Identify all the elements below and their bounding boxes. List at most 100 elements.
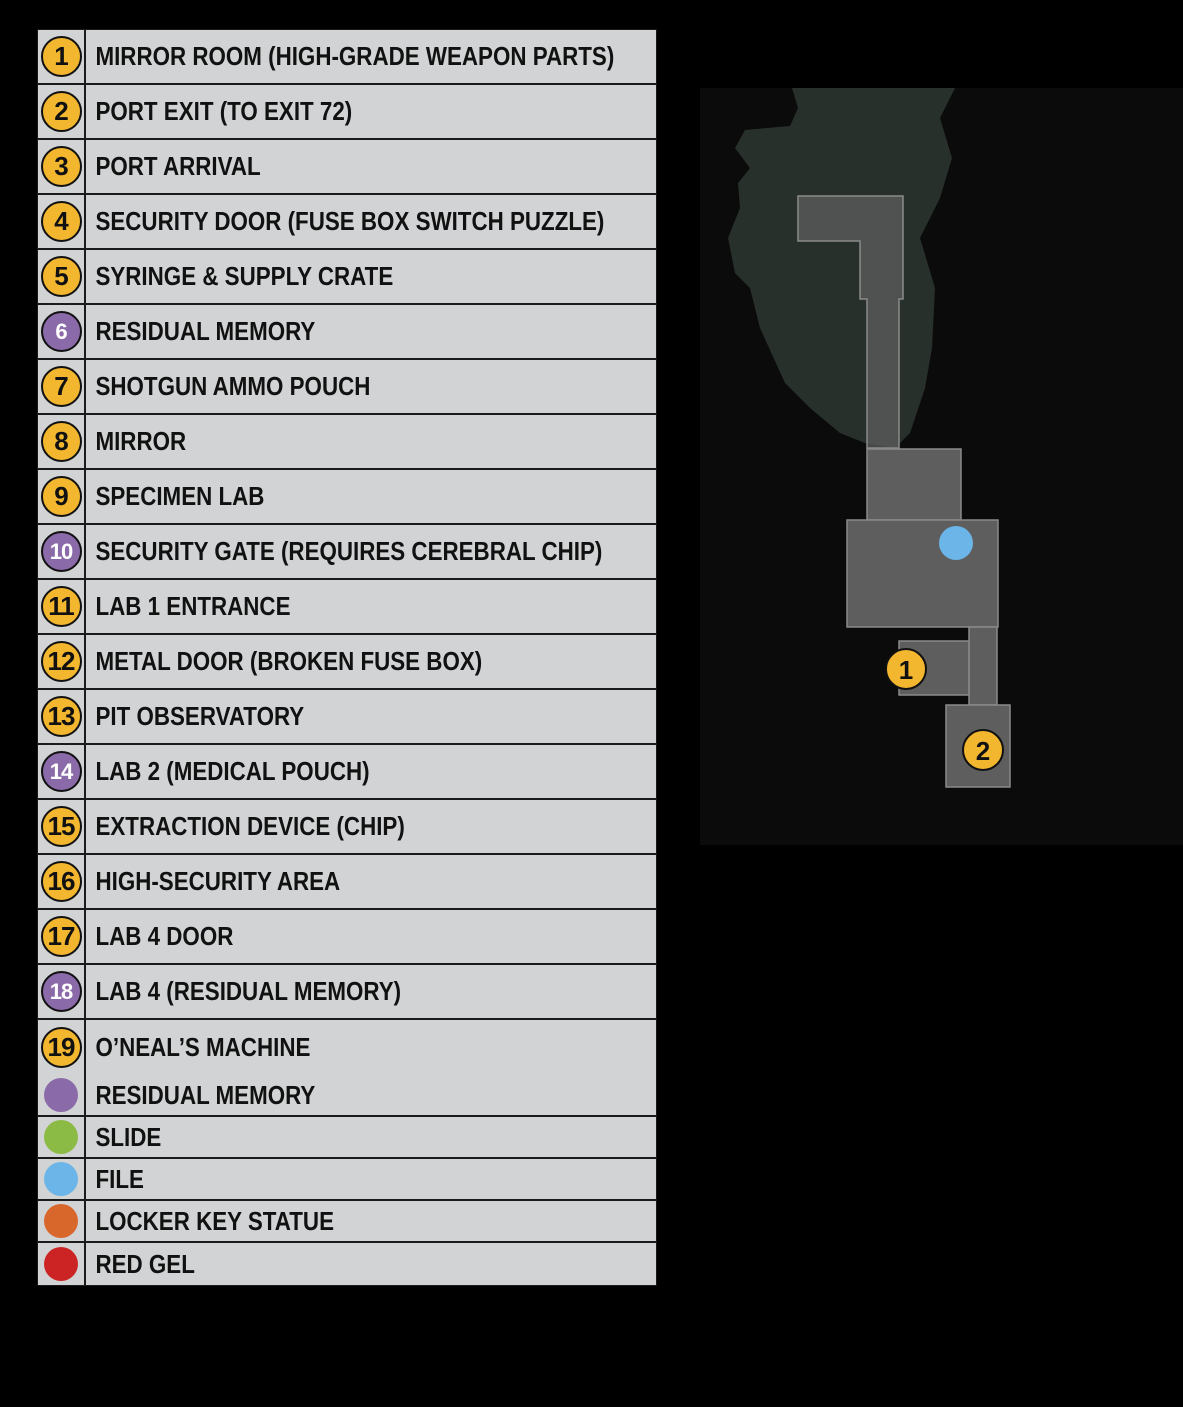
number-badge: 13: [40, 696, 82, 737]
legend-marker-cell: 9: [38, 470, 86, 523]
legend-label: LAB 4 DOOR: [95, 921, 234, 951]
key-label: RED GEL: [95, 1248, 195, 1279]
legend-label: SYRINGE & SUPPLY CRATE: [95, 261, 394, 291]
legend-row: 17 LAB 4 DOOR: [38, 910, 656, 965]
legend-label: SHOTGUN AMMO POUCH: [95, 371, 371, 401]
legend-marker-cell: 14: [38, 745, 86, 798]
legend-marker-cell: 16: [38, 855, 86, 908]
legend-marker-cell: 15: [38, 800, 86, 853]
number-badge: 6: [40, 311, 82, 352]
red-dot-icon: [44, 1247, 78, 1281]
map-corridor-north: [797, 195, 904, 449]
key-label: FILE: [95, 1163, 144, 1194]
legend-marker-cell: 2: [38, 85, 86, 138]
number-badge: 17: [40, 916, 82, 957]
legend-row: 15 EXTRACTION DEVICE (CHIP): [38, 800, 656, 855]
number-badge: 14: [40, 751, 82, 792]
orange-dot-icon: [44, 1204, 78, 1238]
legend-label: PORT EXIT (TO EXIT 72): [95, 96, 353, 126]
legend-marker-cell: 13: [38, 690, 86, 743]
key-marker-cell: [38, 1159, 86, 1199]
number-badge: 12: [40, 641, 82, 682]
legend-row: 7 SHOTGUN AMMO POUCH: [38, 360, 656, 415]
key-row: RESIDUAL MEMORY: [38, 1075, 656, 1117]
legend-row: 10 SECURITY GATE (REQUIRES CEREBRAL CHIP): [38, 525, 656, 580]
legend-label: LAB 4 (RESIDUAL MEMORY): [95, 976, 402, 1006]
key-marker-cell: [38, 1243, 86, 1285]
legend-label: PORT ARRIVAL: [95, 151, 261, 181]
key-label: RESIDUAL MEMORY: [95, 1079, 316, 1110]
map-marker-1-label: 1: [899, 655, 913, 685]
number-badge: 1: [40, 36, 82, 77]
legend-marker-cell: 17: [38, 910, 86, 963]
key-marker-cell: [38, 1117, 86, 1157]
map-corridor-east: [968, 626, 998, 706]
legend-row: 2 PORT EXIT (TO EXIT 72): [38, 85, 656, 140]
map-marker-2[interactable]: 2: [962, 729, 1004, 771]
legend-row: 8 MIRROR: [38, 415, 656, 470]
legend-marker-cell: 5: [38, 250, 86, 303]
number-badge: 7: [40, 366, 82, 407]
symbol-key-list: RESIDUAL MEMORY SLIDE FILE LOCKER KEY STATU…: [38, 1075, 656, 1285]
number-badge: 16: [40, 861, 82, 902]
legend-label: MIRROR ROOM (HIGH-GRADE WEAPON PARTS): [95, 41, 615, 71]
number-badge: 15: [40, 806, 82, 847]
map-terrain: [728, 88, 955, 448]
legend-row: 14 LAB 2 (MEDICAL POUCH): [38, 745, 656, 800]
legend-marker-cell: 10: [38, 525, 86, 578]
key-marker-cell: [38, 1075, 86, 1115]
number-badge: 19: [40, 1027, 82, 1068]
map-marker-2-label: 2: [976, 736, 990, 766]
number-badge: 8: [40, 421, 82, 462]
legend-label: SPECIMEN LAB: [95, 481, 265, 511]
legend-row: 19 O’NEAL’S MACHINE: [38, 1020, 656, 1075]
legend-row: 11 LAB 1 ENTRANCE: [38, 580, 656, 635]
legend-label: LAB 2 (MEDICAL POUCH): [95, 756, 370, 786]
map-room-upper: [866, 448, 962, 521]
legend-label: PIT OBSERVATORY: [95, 701, 305, 731]
purple-dot-icon: [44, 1078, 78, 1112]
legend-label: LAB 1 ENTRANCE: [95, 591, 291, 621]
number-badge: 3: [40, 146, 82, 187]
legend-label: SECURITY DOOR (FUSE BOX SWITCH PUZZLE): [95, 206, 605, 236]
legend-label: EXTRACTION DEVICE (CHIP): [95, 811, 405, 841]
legend-row: 12 METAL DOOR (BROKEN FUSE BOX): [38, 635, 656, 690]
legend-label: METAL DOOR (BROKEN FUSE BOX): [95, 646, 483, 676]
key-label: LOCKER KEY STATUE: [95, 1205, 334, 1236]
legend-row: 18 LAB 4 (RESIDUAL MEMORY): [38, 965, 656, 1020]
green-dot-icon: [44, 1120, 78, 1154]
legend-marker-cell: 7: [38, 360, 86, 413]
map-svg: 1 2: [728, 88, 1011, 788]
legend-marker-cell: 3: [38, 140, 86, 193]
legend-row: 9 SPECIMEN LAB: [38, 470, 656, 525]
map-room-main: [846, 519, 999, 628]
map-panel: 1 2: [700, 88, 1183, 845]
key-row: FILE: [38, 1159, 656, 1201]
key-row: RED GEL: [38, 1243, 656, 1285]
key-label: SLIDE: [95, 1121, 162, 1152]
legend-marker-cell: 4: [38, 195, 86, 248]
legend-marker-cell: 6: [38, 305, 86, 358]
number-badge: 2: [40, 91, 82, 132]
number-badge: 11: [40, 586, 82, 627]
number-badge: 9: [40, 476, 82, 517]
legend-label: HIGH-SECURITY AREA: [95, 866, 341, 896]
legend-marker-cell: 11: [38, 580, 86, 633]
legend-marker-cell: 19: [38, 1020, 86, 1075]
number-badge: 4: [40, 201, 82, 242]
file-marker[interactable]: [939, 526, 973, 560]
legend-row: 16 HIGH-SECURITY AREA: [38, 855, 656, 910]
legend-label: SECURITY GATE (REQUIRES CEREBRAL CHIP): [95, 536, 603, 566]
legend-row: 4 SECURITY DOOR (FUSE BOX SWITCH PUZZLE): [38, 195, 656, 250]
legend-marker-cell: 1: [38, 30, 86, 83]
number-badge: 5: [40, 256, 82, 297]
number-badge: 18: [40, 971, 82, 1012]
map-marker-1[interactable]: 1: [885, 648, 927, 690]
key-marker-cell: [38, 1201, 86, 1241]
legend-row: 5 SYRINGE & SUPPLY CRATE: [38, 250, 656, 305]
legend-label: MIRROR: [95, 426, 187, 456]
key-row: SLIDE: [38, 1117, 656, 1159]
legend-label: O’NEAL’S MACHINE: [95, 1032, 311, 1062]
